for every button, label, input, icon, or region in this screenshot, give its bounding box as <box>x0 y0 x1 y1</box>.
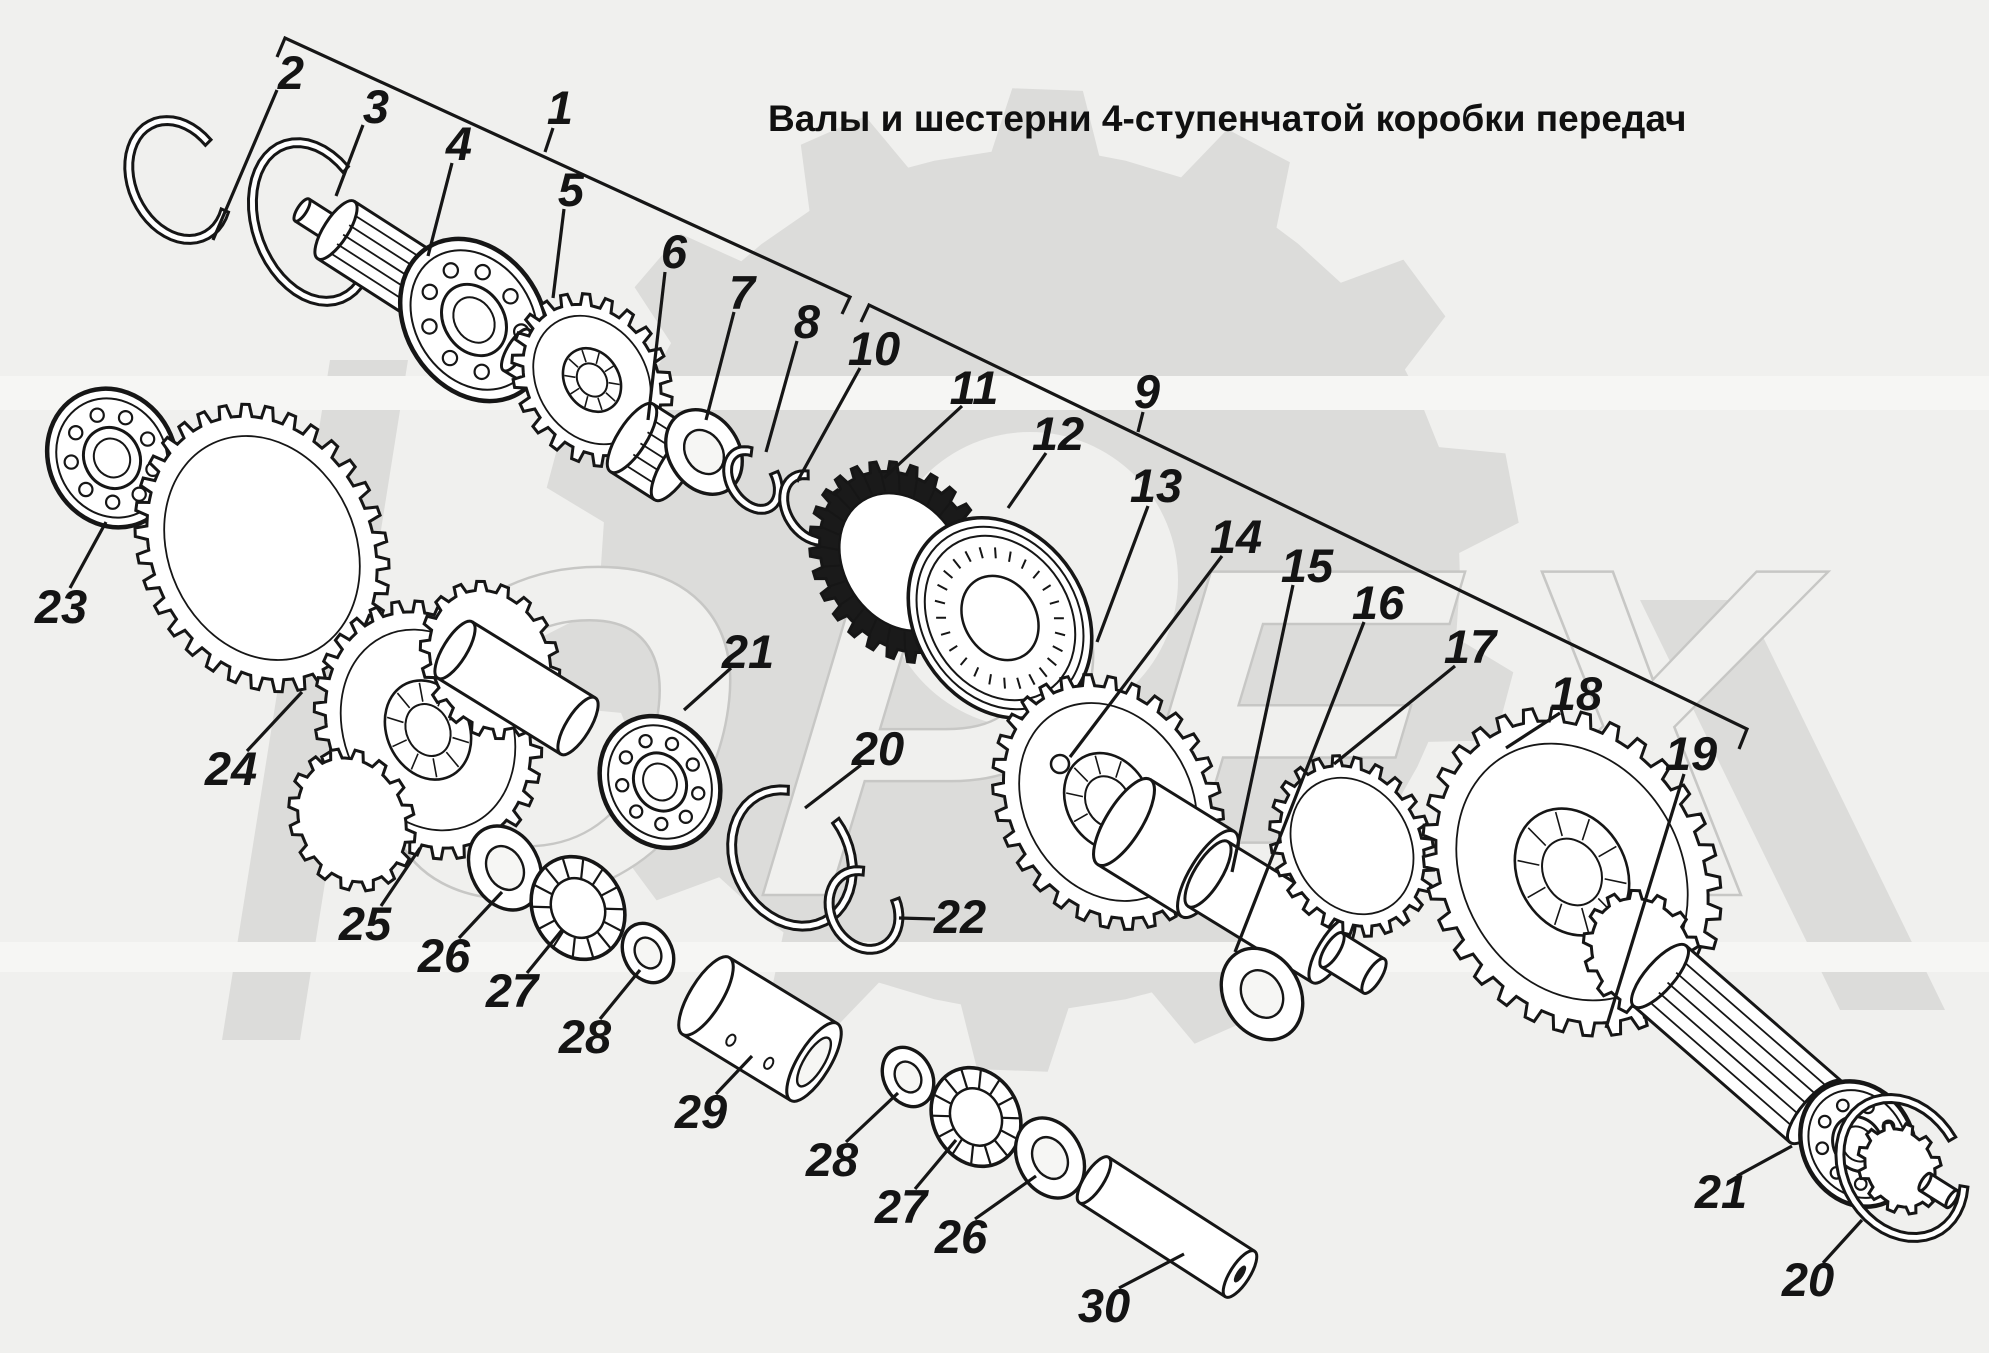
callout-number-9: 9 <box>1134 365 1160 418</box>
callout-7: 7 <box>704 266 757 421</box>
part-lock-ring-3 <box>246 137 378 307</box>
part-snap-ring-22 <box>823 865 905 955</box>
callout-number-20L: 20 <box>851 722 904 775</box>
callout-26-2: 26 <box>934 1174 1037 1263</box>
callout-number-20-2: 20 <box>1781 1253 1834 1306</box>
part-cluster-shaft <box>433 619 600 757</box>
callout-21L: 21 <box>682 625 774 712</box>
callout-15: 15 <box>1230 539 1334 873</box>
callout-number-11: 11 <box>950 361 999 414</box>
callout-20-2: 20 <box>1781 1218 1864 1306</box>
part-lock-ring-20 <box>726 784 858 932</box>
callout-number-10: 10 <box>848 322 900 375</box>
callout-9: 9 <box>1134 365 1160 433</box>
callout-22: 22 <box>898 890 986 943</box>
callout-number-24: 24 <box>204 742 257 795</box>
callout-number-25: 25 <box>338 897 392 950</box>
callout-28-2: 28 <box>805 1091 900 1186</box>
callout-28: 28 <box>558 968 642 1063</box>
callout-11: 11 <box>882 361 999 480</box>
callout-16: 16 <box>1233 576 1405 953</box>
part-lock-ring-20-2 <box>1834 1092 1970 1243</box>
callout-number-16: 16 <box>1352 576 1405 629</box>
callout-18: 18 <box>1505 667 1603 750</box>
callout-number-14: 14 <box>1210 510 1262 563</box>
callout-number-27: 27 <box>485 964 540 1017</box>
callout-number-18: 18 <box>1550 667 1603 720</box>
callout-number-2: 2 <box>277 46 304 99</box>
callout-number-4: 4 <box>445 117 472 170</box>
callout-number-29: 29 <box>674 1085 727 1138</box>
callout-27: 27 <box>485 928 564 1017</box>
callout-8: 8 <box>764 295 821 453</box>
callout-number-26: 26 <box>417 929 471 982</box>
callout-19: 19 <box>1604 727 1717 1029</box>
callout-10: 10 <box>795 322 900 483</box>
part-bearing-21 <box>597 713 723 851</box>
callout-2: 2 <box>211 46 304 241</box>
callout-number-23: 23 <box>34 580 87 633</box>
callout-14: 14 <box>1068 510 1262 758</box>
part-bushing-29 <box>677 955 843 1103</box>
callout-number-15: 15 <box>1281 539 1334 592</box>
callout-number-26-2: 26 <box>934 1210 988 1263</box>
callout-30: 30 <box>1078 1252 1185 1332</box>
callout-number-12: 12 <box>1032 407 1084 460</box>
shaft-9-bracket <box>859 302 1750 750</box>
page-title: Валы и шестерни 4-ступенчатой коробки пе… <box>768 98 1687 139</box>
callout-number-21L: 21 <box>721 625 774 678</box>
callout-6: 6 <box>646 225 688 421</box>
callout-number-17: 17 <box>1444 620 1498 673</box>
parts-artwork <box>44 115 1970 1299</box>
callout-number-22: 22 <box>933 890 986 943</box>
part-snap-ring-8 <box>722 445 784 515</box>
callout-number-21-2: 21 <box>1694 1165 1747 1218</box>
callout-number-13: 13 <box>1130 459 1182 512</box>
callout-number-5: 5 <box>558 163 585 216</box>
part-ring-28 <box>620 921 676 985</box>
callout-number-8: 8 <box>794 295 821 348</box>
part-pin-30 <box>1075 1155 1259 1299</box>
callout-4: 4 <box>426 117 472 257</box>
callout-5: 5 <box>551 163 585 299</box>
callout-23: 23 <box>34 521 108 633</box>
callout-1: 1 <box>543 81 573 153</box>
part-synchro-drum-12 <box>906 515 1094 721</box>
shaft-1-bracket <box>275 35 853 315</box>
callout-29: 29 <box>674 1054 754 1138</box>
part-pinion-gear <box>287 747 417 893</box>
callout-12: 12 <box>1006 407 1084 509</box>
callout-labels: 1234567891011121314151617181920212223242… <box>34 35 1864 1332</box>
callout-number-1: 1 <box>547 81 573 134</box>
part-washer-26 <box>466 824 544 912</box>
part-detent-ball-14 <box>1049 753 1071 775</box>
callout-number-3: 3 <box>363 80 389 133</box>
part-roller-bearing-27 <box>529 854 627 962</box>
callout-26: 26 <box>417 890 504 982</box>
callout-17: 17 <box>1332 620 1498 766</box>
callout-27-2: 27 <box>874 1138 958 1233</box>
callout-20L: 20 <box>804 722 904 810</box>
callout-25: 25 <box>338 847 422 950</box>
part-ring-28-2 <box>880 1045 936 1109</box>
callout-number-27-2: 27 <box>874 1180 929 1233</box>
part-shaft-tip-15 <box>1318 931 1388 995</box>
callout-21-2: 21 <box>1694 1144 1793 1218</box>
callout-13: 13 <box>1095 459 1182 643</box>
callout-number-19: 19 <box>1665 727 1717 780</box>
callout-24: 24 <box>204 690 304 795</box>
callout-number-28-2: 28 <box>805 1133 859 1186</box>
callout-number-6: 6 <box>661 225 688 278</box>
part-washer-16 <box>1219 946 1305 1042</box>
callout-number-30: 30 <box>1078 1279 1130 1332</box>
part-bearing-23 <box>44 386 180 530</box>
callout-number-7: 7 <box>729 266 757 319</box>
callout-3: 3 <box>334 80 389 197</box>
part-gear-17 <box>1268 754 1436 938</box>
callout-number-28: 28 <box>558 1010 612 1063</box>
part-end-tip <box>1917 1171 1960 1210</box>
watermark-stripe-top <box>0 376 1989 410</box>
